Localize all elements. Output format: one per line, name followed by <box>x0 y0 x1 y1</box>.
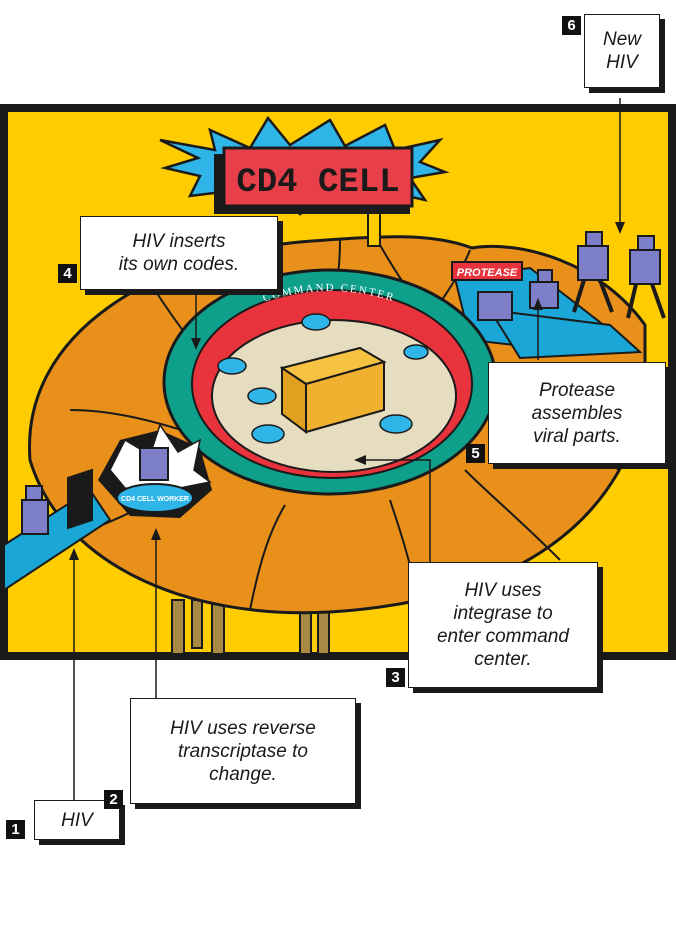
central-box <box>279 346 387 434</box>
callout-step-5-line-2: assembles <box>531 402 623 424</box>
worker-pit: CD4 CELL WORKER <box>98 423 212 518</box>
step-badge-2: 2 <box>104 790 123 809</box>
left-walkway <box>3 468 112 592</box>
callout-step-3: HIV uses integrase to enter command cent… <box>408 562 598 688</box>
protease-label: PROTEASE <box>457 267 518 279</box>
callout-step-5-line-1: Protease <box>538 379 616 401</box>
step-badge-3: 3 <box>386 668 405 687</box>
callout-step-5: Protease assembles viral parts. <box>488 362 666 464</box>
callout-step-2-line-2: transcriptase to <box>178 740 308 762</box>
callout-step-4-line-2: its own codes. <box>118 254 240 275</box>
step-badge-1: 1 <box>6 820 25 839</box>
callout-step-3-line-4: center. <box>474 649 532 670</box>
callout-step-3-line-1: HIV uses <box>464 580 542 601</box>
callout-step-2: HIV uses reverse transcriptase to change… <box>130 698 356 804</box>
callout-step-3-line-2: integrase to <box>453 603 553 624</box>
callout-step-6: New HIV <box>584 14 660 88</box>
step-badge-6: 6 <box>562 16 581 35</box>
callout-step-4: HIV inserts its own codes. <box>80 216 278 290</box>
step-badge-5: 5 <box>466 444 485 463</box>
callout-step-3-line-3: enter command <box>436 626 569 647</box>
worker-badge-label: CD4 CELL WORKER <box>121 496 189 503</box>
command-workers <box>217 313 429 444</box>
leader-line-step3 <box>362 459 431 578</box>
callout-step-2-line-3: change. <box>209 763 277 785</box>
protease-sign <box>451 261 523 281</box>
callout-step-6-line-2: HIV <box>606 52 638 73</box>
sign-board <box>222 146 414 208</box>
leader-arrowheads <box>69 222 625 560</box>
step-badge-4: 4 <box>58 264 77 283</box>
protease-area: PROTEASE <box>451 261 643 360</box>
callout-step-5-line-3: viral parts. <box>533 425 621 447</box>
callout-step-2-line-1: HIV uses reverse <box>170 717 316 739</box>
leader-lines <box>73 98 621 820</box>
callout-step-6-line-1: New <box>602 29 641 50</box>
cell-drips <box>171 599 330 655</box>
callout-step-1-line-1: HIV <box>61 809 93 831</box>
sign-title: CD4 CELL <box>236 164 399 202</box>
callout-step-4-line-1: HIV inserts <box>132 231 226 252</box>
new-hiv-robots <box>572 231 666 319</box>
